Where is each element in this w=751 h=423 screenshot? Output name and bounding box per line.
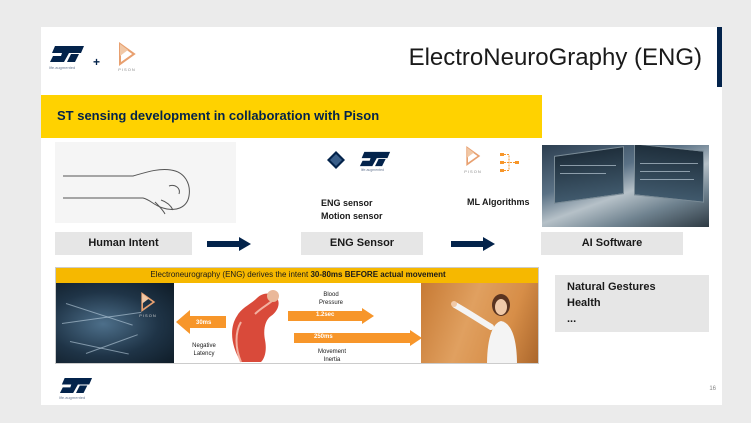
applications-box: Natural Gestures Health ... <box>555 275 709 332</box>
st-logo-icon: life.augmented <box>49 45 85 70</box>
negative-latency-arrow <box>176 310 226 339</box>
eng-sensor-label: ENG sensor <box>321 198 373 208</box>
pison-logo-text: PISON <box>118 67 136 72</box>
slide: life.augmented + PISON ElectroNeuroGraph… <box>41 27 722 405</box>
panel-header: Electroneurography (ENG) derives the int… <box>56 268 538 283</box>
step-label: Human Intent <box>88 237 159 249</box>
motion-sensor-label: Motion sensor <box>321 211 383 221</box>
ml-algorithms-label: ML Algorithms <box>467 197 530 207</box>
st-logo-icon: life.augmented <box>359 151 391 172</box>
presenter-photo <box>421 283 538 363</box>
application-item: Health <box>567 297 601 309</box>
blood-pressure-label-line: Blood <box>323 292 339 298</box>
pison-logo-text: PISON <box>139 313 157 318</box>
blood-pressure-label: Blood Pressure <box>311 291 351 307</box>
slide-edge-bar <box>717 27 722 87</box>
collaboration-banner: ST sensing development in collaboration … <box>41 95 542 138</box>
step-eng-sensor: ENG Sensor <box>301 232 423 255</box>
movement-inertia-arrow <box>294 330 422 351</box>
blood-pressure-label-line: Pressure <box>318 300 343 306</box>
arrow-right-icon <box>207 237 251 256</box>
plus-sign: + <box>93 55 101 69</box>
step-human-intent: Human Intent <box>55 232 192 255</box>
negative-latency-time: 30ms <box>196 320 212 326</box>
footer-tagline: life.augmented <box>59 395 86 400</box>
banner-text: ST sensing development in collaboration … <box>57 108 380 123</box>
eng-sensor-labels: ENG sensor Motion sensor <box>321 197 383 223</box>
st-logo-tagline: life.augmented <box>49 65 76 70</box>
pison-logo-icon: PISON <box>115 42 139 82</box>
step-label: ENG Sensor <box>329 237 395 249</box>
page-title: ElectroNeuroGraphy (ENG) <box>408 44 702 71</box>
pison-logo-icon: PISON <box>138 291 158 321</box>
pison-logo-icon: PISON <box>463 145 483 179</box>
arm-muscle-image <box>211 286 291 363</box>
movement-inertia-label-line: Inertia <box>323 357 341 363</box>
blood-pressure-arrow <box>288 308 374 329</box>
st-logo-tagline: life.augmented <box>361 168 384 172</box>
step-label: AI Software <box>581 237 643 249</box>
negative-latency-label: Negative Latency <box>182 342 226 358</box>
blood-pressure-time: 1.2sec <box>316 312 335 318</box>
nerve-hand-image: PISON <box>56 283 174 363</box>
st-logo-icon: life.augmented <box>59 377 93 400</box>
pison-logo-text: PISON <box>464 169 482 174</box>
human-intent-image <box>55 142 236 223</box>
arrow-right-icon <box>451 237 495 256</box>
negative-latency-label-line: Latency <box>193 351 215 357</box>
negative-latency-label-line: Negative <box>192 343 216 349</box>
ml-network-icon <box>497 151 523 175</box>
page-number: 16 <box>709 386 716 392</box>
panel-header-bold: 30-80ms BEFORE actual movement <box>310 270 446 279</box>
movement-inertia-label-line: Movement <box>317 349 346 355</box>
eng-latency-panel: Electroneurography (ENG) derives the int… <box>55 267 539 364</box>
movement-inertia-label: Movement Inertia <box>312 348 352 363</box>
panel-header-text: Electroneurography (ENG) derives the int… <box>150 270 311 279</box>
application-item: Natural Gestures <box>567 281 656 293</box>
application-item: ... <box>567 313 577 325</box>
step-ai-software: AI Software <box>541 232 683 255</box>
eng-chip-icon <box>327 151 345 169</box>
ai-software-image <box>542 145 709 227</box>
movement-inertia-time: 250ms <box>314 334 333 340</box>
